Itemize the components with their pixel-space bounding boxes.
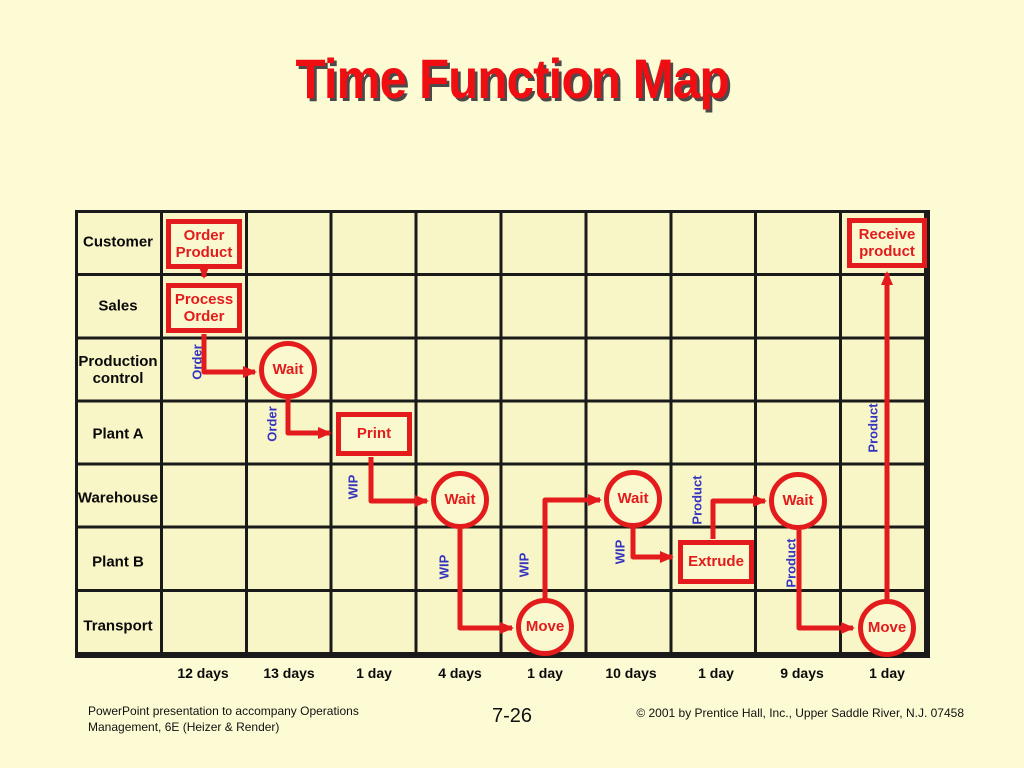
time-label-9: 1 day [869,665,905,681]
flow-label-wip-4: WIP [612,539,628,565]
flow-label-wip-1: WIP [345,474,361,500]
flow-label-product-3: Product [865,403,881,453]
time-label-2: 13 days [263,665,315,681]
time-label-5: 1 day [527,665,563,681]
node-receive-product: Receive product [847,218,927,268]
time-label-6: 10 days [605,665,657,681]
row-label-customer: Customer [82,233,153,251]
time-label-7: 1 day [698,665,734,681]
row-label-plant-a: Plant A [92,425,144,443]
slide-page-number: 7-26 [491,705,533,727]
footer-copyright: © 2001 by Prentice Hall, Inc., Upper Sad… [636,706,964,720]
node-order-product: Order Product [166,219,242,269]
row-label-production-control: Production control [78,352,158,387]
node-move-transport-1: Move [516,598,574,656]
flow-label-wip-2: WIP [436,554,452,580]
row-label-sales: Sales [98,297,138,315]
diagram-grid [75,210,930,658]
slide-title: Time Function Map [0,46,1024,111]
node-wait-warehouse-3: Wait [769,472,827,530]
time-label-3: 1 day [356,665,392,681]
row-label-warehouse: Warehouse [77,489,159,507]
slide-title-text: Time Function Map [295,47,729,110]
footer-credit: PowerPoint presentation to accompany Ope… [88,704,359,735]
flow-label-wip-3: WIP [516,552,532,578]
node-wait-warehouse-1: Wait [431,471,489,529]
node-process-order: Process Order [166,283,242,333]
time-label-8: 9 days [780,665,824,681]
node-wait-production: Wait [259,341,317,399]
flow-label-order-2: Order [264,406,280,442]
node-wait-warehouse-2: Wait [604,470,662,528]
node-print: Print [336,412,412,456]
flow-label-order-1: Order [189,344,205,380]
flow-label-product-1: Product [689,475,705,525]
node-extrude: Extrude [678,540,754,584]
time-label-4: 4 days [438,665,482,681]
row-label-transport: Transport [83,617,153,635]
row-label-plant-b: Plant B [92,553,144,571]
flow-label-product-2: Product [783,538,799,588]
node-move-transport-2: Move [858,599,916,657]
time-label-1: 12 days [177,665,229,681]
